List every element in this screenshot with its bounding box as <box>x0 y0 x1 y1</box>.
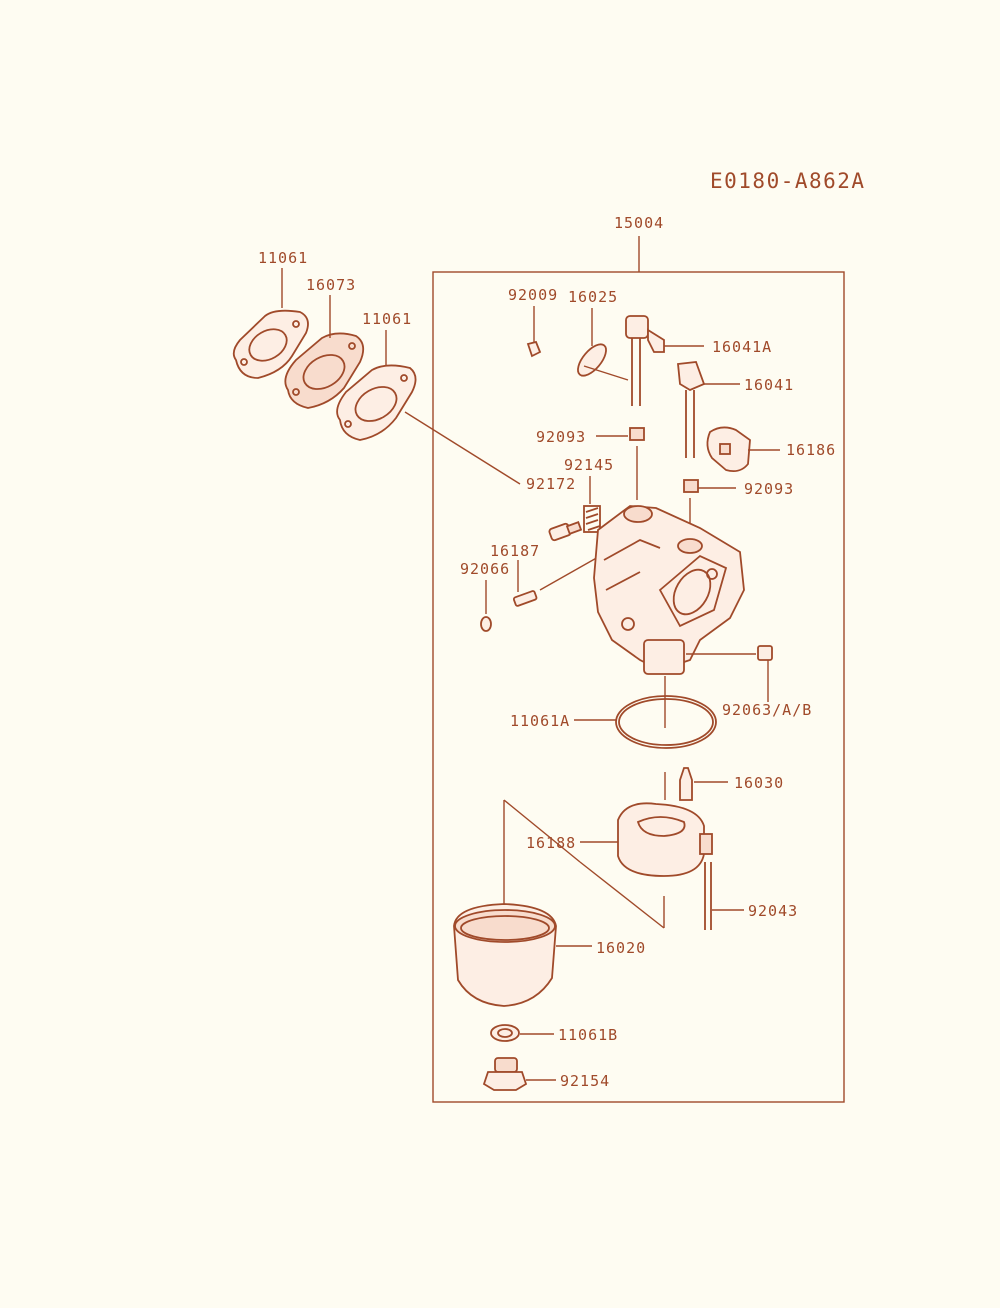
label-92154: 92154 <box>560 1072 610 1090</box>
float-16188 <box>580 802 713 877</box>
label-11061B: 11061B <box>558 1026 618 1044</box>
o-ring-92066 <box>480 580 492 632</box>
assembly-frame <box>432 236 845 1103</box>
label-16041A: 16041A <box>712 338 772 356</box>
washer-92093-left <box>596 427 645 500</box>
choke-valve-16025 <box>577 308 629 381</box>
label-92093-left: 92093 <box>536 428 586 446</box>
screw-92172 <box>548 521 583 542</box>
label-11061A: 11061A <box>510 712 570 730</box>
float-bowl-16020 <box>453 903 592 1007</box>
label-16025: 16025 <box>568 288 618 306</box>
label-92009: 92009 <box>508 286 558 304</box>
bowl-bolt-92154 <box>482 1057 556 1091</box>
label-16041: 16041 <box>744 376 794 394</box>
label-16188: 16188 <box>526 834 576 852</box>
label-92093-right: 92093 <box>744 480 794 498</box>
throttle-shaft-16041 <box>677 361 740 458</box>
label-11061-right: 11061 <box>362 310 412 328</box>
label-16020: 16020 <box>596 939 646 957</box>
bowl-gasket-11061A <box>574 695 717 749</box>
label-16030: 16030 <box>734 774 784 792</box>
label-92063: 92063/A/B <box>722 701 812 719</box>
label-92145: 92145 <box>564 456 614 474</box>
label-16187: 16187 <box>490 542 540 560</box>
screw-92009 <box>526 306 542 358</box>
label-11061-left: 11061 <box>258 249 308 267</box>
label-16186: 16186 <box>786 441 836 459</box>
label-92172: 92172 <box>526 475 576 493</box>
carburetor-body <box>593 505 756 728</box>
alignment-lines <box>503 799 665 929</box>
label-92043: 92043 <box>748 902 798 920</box>
gasket-11061-inner <box>336 330 521 485</box>
gasket-11061-outer <box>232 268 309 379</box>
choke-shaft-16041A <box>625 315 704 406</box>
drain-screw-92063 <box>757 645 773 702</box>
insulator-16073 <box>284 295 365 409</box>
spring-92145 <box>583 476 601 533</box>
throttle-valve-16186 <box>706 426 780 473</box>
pilot-jet-16187 <box>512 555 601 607</box>
washer-11061B <box>490 1024 554 1042</box>
label-92066: 92066 <box>460 560 510 578</box>
label-16073: 16073 <box>306 276 356 294</box>
diagram-code: E0180-A862A <box>710 169 866 193</box>
label-15004: 15004 <box>614 214 664 232</box>
float-pin-92043 <box>704 862 744 930</box>
float-needle-16030 <box>664 767 728 801</box>
